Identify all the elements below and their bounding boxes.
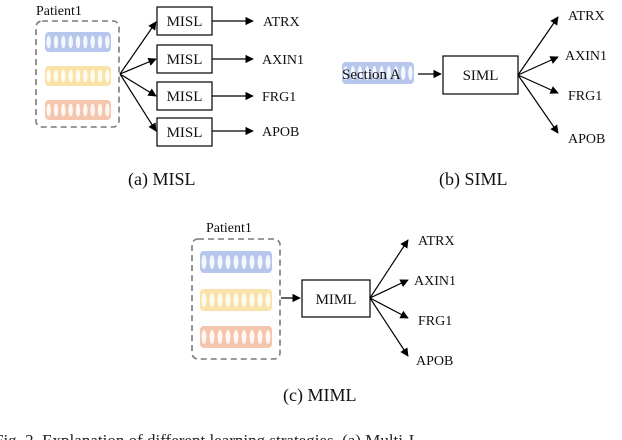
panel-c-out-arrow-2 — [369, 279, 409, 299]
panel-b-strip-blue — [342, 62, 414, 84]
panel-a-fan-arrow-1 — [119, 21, 157, 75]
panel-c-patient-box — [191, 238, 281, 360]
panel-a-misl-label-4: MISL — [167, 125, 203, 141]
panel-b-caption: (b) SIML — [439, 169, 508, 190]
panel-b-siml-box — [442, 55, 519, 95]
panel-c-miml: Patient1 MIML ATRX AXIN1 FRG1 APOB (c) M… — [191, 221, 456, 406]
panel-a-caption: (a) MISL — [128, 169, 195, 190]
panel-a-strip-orange — [45, 100, 111, 120]
panel-c-gene-axin1: AXIN1 — [414, 274, 456, 289]
panel-c-gene-frg1: FRG1 — [418, 314, 452, 329]
panel-b-section-label: Section A — [342, 67, 401, 83]
panel-b-gene-frg1: FRG1 — [568, 89, 602, 104]
panel-c-miml-label: MIML — [316, 292, 357, 308]
panel-c-strip-orange — [200, 326, 272, 348]
panel-c-strip-yellow — [200, 289, 272, 311]
panel-b-out-arrow-1 — [517, 16, 559, 76]
panel-c-miml-box — [301, 279, 371, 318]
panel-b-siml: Section A SIML ATRX AXIN1 FRG1 APOB (b) … — [342, 9, 607, 190]
panel-c-gene-apob: APOB — [416, 354, 453, 369]
panel-c-patient-label: Patient1 — [206, 221, 252, 236]
panel-a-fan-arrow-3 — [119, 73, 157, 97]
panel-a-strip-blue — [45, 32, 111, 52]
panel-a-gene-atrx: ATRX — [263, 15, 300, 30]
panel-a-gene-axin1: AXIN1 — [262, 53, 304, 68]
panel-a-misl-label-1: MISL — [167, 14, 203, 30]
panel-b-section-strip — [342, 62, 414, 84]
panel-b-out-arrow-4 — [517, 74, 559, 134]
figure-caption-fragment: Fig. 2. Explanation of different learnin… — [0, 431, 415, 440]
panel-c-out-arrow-4 — [369, 297, 409, 357]
panel-a-strip-yellow — [45, 66, 111, 86]
panel-a-patient-box — [35, 20, 120, 128]
panel-a-misl: Patient1 MISL MISL MISL MISL ATRX AXIN1 … — [35, 4, 304, 190]
panel-b-out-arrow-3 — [517, 74, 559, 94]
panel-b-gene-atrx: ATRX — [568, 9, 605, 24]
panel-c-strip-blue — [200, 251, 272, 273]
panel-a-patient-label: Patient1 — [36, 4, 82, 19]
panel-a-section-strips — [45, 32, 111, 120]
panel-a-misl-label-2: MISL — [167, 52, 203, 68]
panel-a-misl-label-3: MISL — [167, 89, 203, 105]
panel-a-misl-box-4 — [156, 117, 213, 147]
panel-a-gene-frg1: FRG1 — [262, 90, 296, 105]
panel-b-siml-label: SIML — [463, 68, 499, 84]
panel-a-fan-arrow-4 — [119, 73, 157, 132]
panel-b-gene-axin1: AXIN1 — [565, 49, 607, 64]
panel-a-misl-box-3 — [156, 81, 213, 111]
panel-b-out-arrow-2 — [517, 56, 559, 76]
panel-c-gene-atrx: ATRX — [418, 234, 455, 249]
panel-c-out-arrow-3 — [369, 297, 409, 319]
panel-b-gene-apob: APOB — [568, 132, 605, 147]
panel-a-fan-arrow-2 — [119, 58, 157, 75]
panel-c-caption: (c) MIML — [283, 385, 356, 406]
panel-c-section-strips — [200, 251, 272, 348]
panel-a-misl-box-1 — [156, 6, 213, 36]
panel-a-gene-apob: APOB — [262, 125, 299, 140]
panel-c-out-arrow-1 — [369, 239, 409, 299]
